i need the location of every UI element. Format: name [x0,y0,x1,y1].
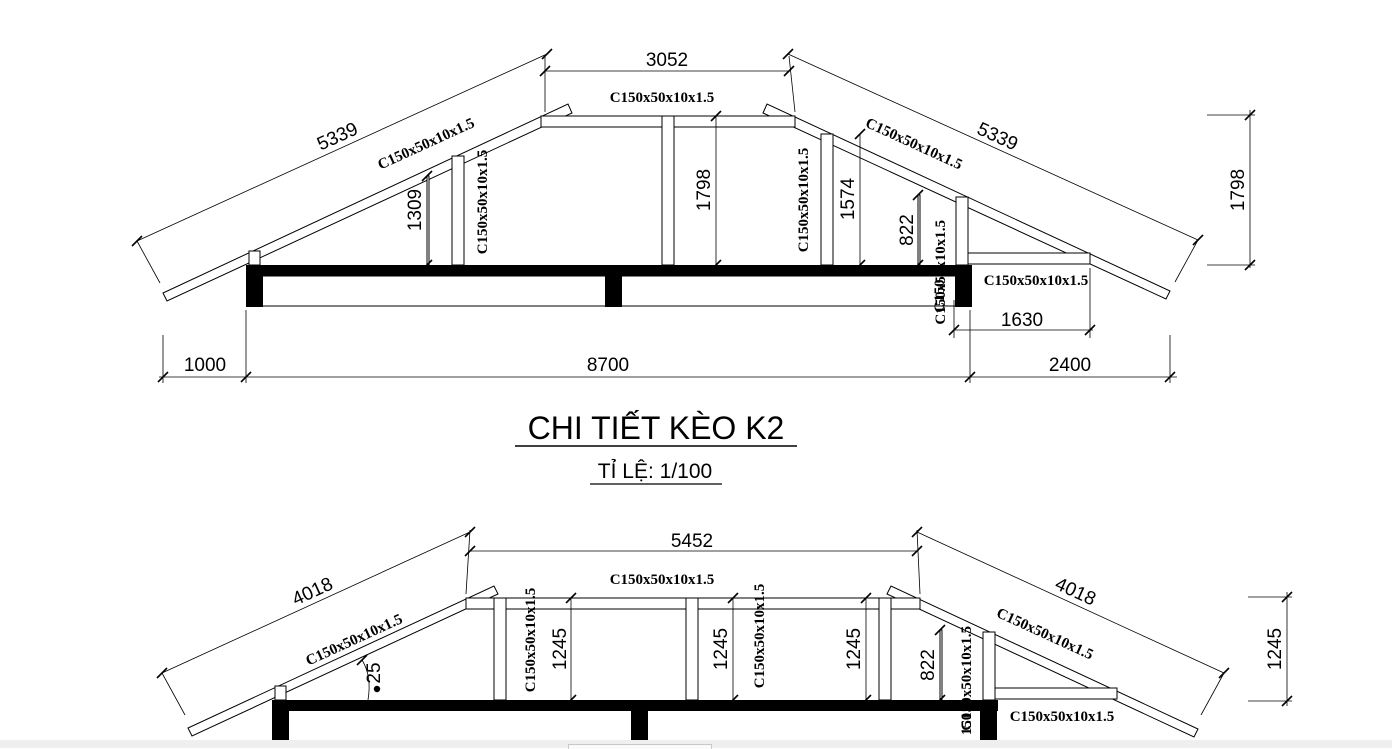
k2-label-end-post: C150 [932,279,948,312]
k2-dim-main-span: 8700 [587,355,629,376]
k2-dim-short-post: 822 [897,214,918,246]
truss-k2: 3052 5339 5339 1309 1798 1574 822 1798 1… [131,48,1256,383]
kl-angle-degree-mark [373,685,381,693]
k2-right-beam [967,252,1091,265]
kl-dim-top-span: 5452 [671,531,713,552]
kl-label-right-rafter: C150x50x10x1.5 [994,605,1096,663]
k2-dim-right-rafter: 5339 [974,119,1021,156]
kl-label-short-post: C150x50x10x1.5 [959,626,975,731]
k2-support-right [955,265,972,307]
kl-dim-post-c: 1245 [844,628,865,670]
kl-dim-short-post: 822 [918,649,939,681]
k2-dim-left-post: 1309 [405,189,426,231]
truss-lower: 5452 4018 4018 1245 1245 1245 822 1245 2… [156,526,1293,748]
k2-dim-overhang-right: 2400 [1049,355,1091,376]
k2-label-right-beam: C150x50x10x1.5 [984,273,1089,289]
k2-dim-right-ext: 1630 [1001,310,1043,331]
kl-label-right-beam: C150x50x10x1.5 [1010,709,1115,725]
k2-label-top-chord: C150x50x10x1.5 [610,90,715,106]
k2-post-end [955,196,969,266]
kl-support-left [272,700,289,748]
kl-dim-left-rafter: 4018 [289,574,336,611]
k2-post-right [820,133,834,266]
k2-label-short-post: C150x50x10x1.5 [933,220,949,325]
drawing-title: CHI TIẾT KÈO K2 [528,410,785,446]
k2-dim-center-post: 1798 [694,169,715,211]
kl-left-rafter [187,585,499,737]
kl-dim-post-a: 1245 [550,628,571,670]
k2-dim-top-span: 3052 [646,50,688,71]
kl-label-top-chord: C150x50x10x1.5 [610,572,715,588]
k2-dim-overhang-left: 1000 [184,355,226,376]
kl-dim-right-height: 1245 [1265,628,1286,670]
title-block: CHI TIẾT KÈO K2 TỈ LỆ: 1/100 [515,410,797,485]
scrollbar-thumb[interactable] [568,744,712,749]
kl-right-beam [994,687,1118,700]
k2-post-center [661,115,675,266]
kl-post-c [878,597,892,701]
k2-support-mid [605,265,622,307]
kl-label-post-a: C150x50x10x1.5 [523,588,539,693]
k2-post-tip [248,250,261,266]
kl-post-end [982,631,996,701]
kl-post-tip [274,685,287,701]
drawing-scale: TỈ LỆ: 1/100 [598,460,712,483]
kl-label-post-b: C150x50x10x1.5 [752,584,768,689]
kl-post-b [685,597,699,701]
kl-label-end-post: 150 [959,713,975,736]
k2-label-right-post: C150x50x10x1.5 [796,148,812,253]
k2-left-rafter [162,103,573,302]
kl-dim-post-b: 1245 [711,628,732,670]
kl-post-a [493,597,507,701]
k2-post-left-b [451,155,465,266]
k2-dim-right-height: 1798 [1228,169,1249,211]
kl-dim-angle: 25 [364,662,385,683]
k2-label-left-post: C150x50x10x1.5 [475,150,491,255]
kl-support-mid [631,700,648,748]
k2-dim-right-post: 1574 [838,177,859,220]
k2-support-left [246,265,263,307]
kl-support-right [980,700,997,748]
